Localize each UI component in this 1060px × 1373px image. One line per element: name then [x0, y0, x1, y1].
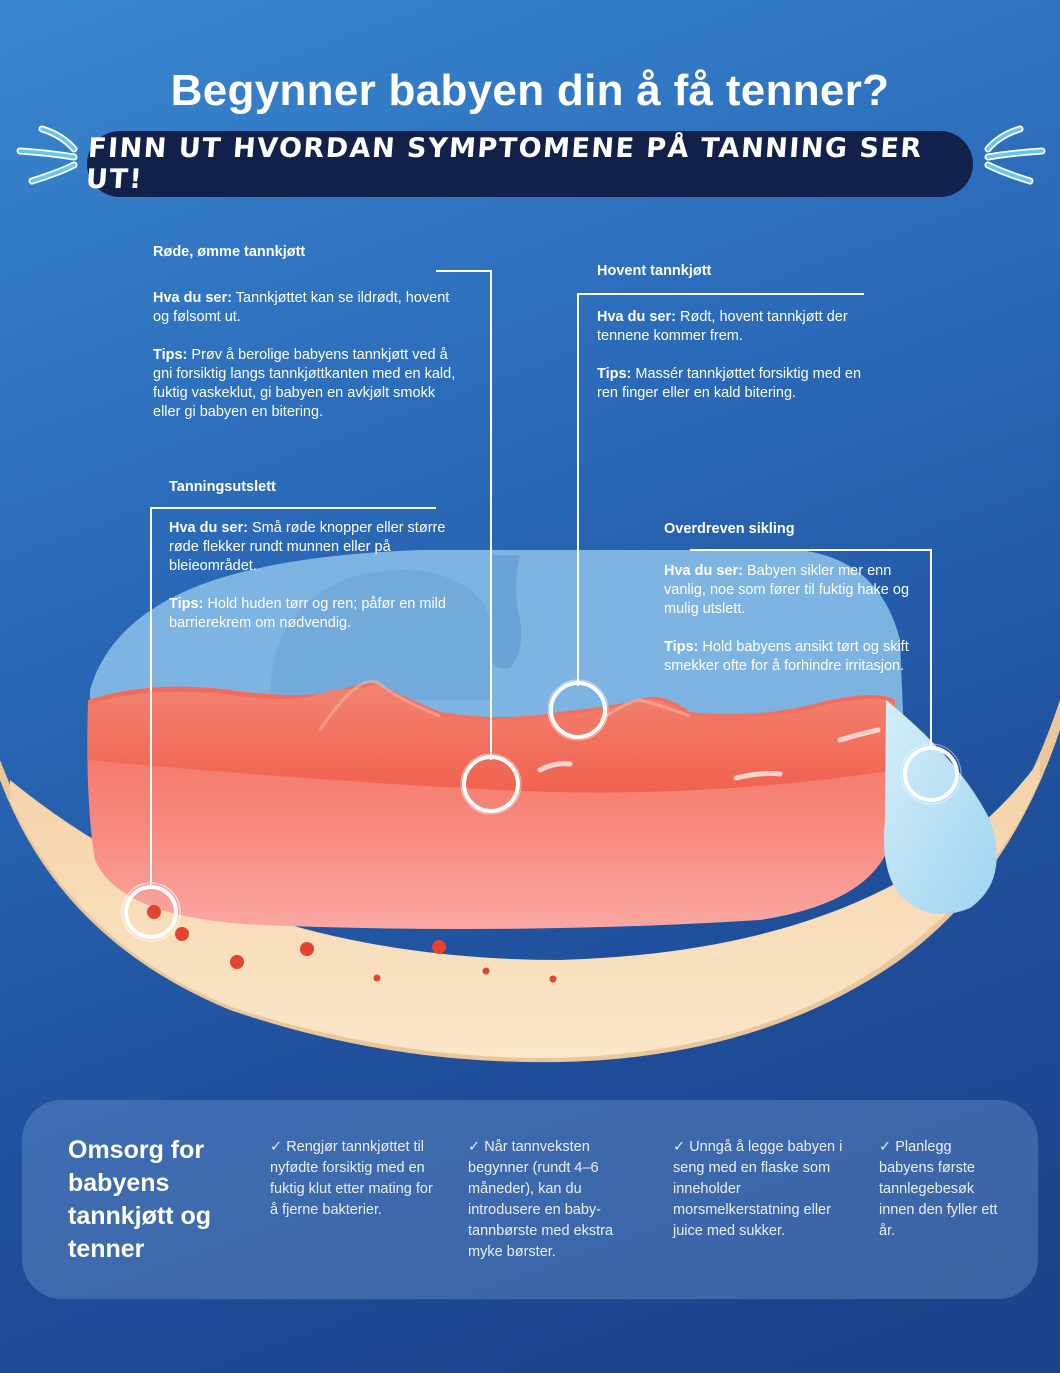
callout-swollen-gums: Hovent tannkjøtt Hva du ser: Rødt, hoven… — [597, 262, 867, 403]
check-icon: ✓ — [879, 1139, 892, 1155]
callout-heading: Overdreven sikling — [664, 521, 795, 537]
callout-heading: Røde, ømme tannkjøtt — [153, 244, 306, 260]
callout-heading: Hovent tannkjøtt — [597, 263, 712, 279]
mouth-illustration — [0, 550, 1060, 1063]
callout-see: Hva du ser: Babyen sikler mer enn vanlig… — [664, 563, 910, 617]
check-icon: ✓ — [270, 1139, 283, 1155]
subtitle-banner: FINN UT HVORDAN SYMPTOMENE PÅ TANNING SE… — [85, 131, 973, 197]
page-title: Begynner babyen din å få tenner? — [170, 66, 890, 115]
rash-dots — [175, 927, 557, 983]
callout-see: Hva du ser: Små røde knopper eller størr… — [169, 520, 446, 574]
care-item: ✓ Når tannveksten begynner (rundt 4–6 må… — [468, 1139, 614, 1260]
callout-tips: Tips: Hold babyens ansikt tørt og skift … — [664, 639, 909, 674]
burst-lines-icon-right — [984, 125, 1046, 185]
callout-heading: Tanningsutslett — [169, 479, 276, 495]
care-item: ✓ Rengjør tannkjøttet til nyfødte forsik… — [270, 1139, 433, 1218]
callout-tips: Tips: Massér tannkjøttet forsiktig med e… — [597, 366, 862, 401]
care-item: ✓ Planlegg babyens første tannlegebesøk … — [879, 1139, 998, 1239]
check-icon: ✓ — [673, 1139, 686, 1155]
callout-see: Hva du ser: Tannkjøttet kan se ildrødt, … — [153, 290, 450, 325]
callout-tips: Tips: Prøv å berolige babyens tannkjøtt … — [153, 347, 456, 420]
care-item: ✓ Unngå å legge babyen i seng med en fla… — [673, 1139, 843, 1239]
drool-drop-icon — [884, 700, 997, 915]
burst-lines-icon-left — [16, 125, 78, 185]
callout-sore-gums: Røde, ømme tannkjøtt Hva du ser: Tannkjø… — [153, 243, 463, 422]
check-icon: ✓ — [468, 1139, 481, 1155]
callout-drooling: Overdreven sikling Hva du ser: Babyen si… — [664, 520, 909, 676]
callout-teething-rash: Tanningsutslett Hva du ser: Små røde kno… — [169, 478, 469, 633]
care-panel: Omsorg for babyens tannkjøtt og tenner ✓… — [22, 1100, 1038, 1299]
callout-tips: Tips: Hold huden tørr og ren; påfør en m… — [169, 596, 446, 631]
callout-see: Hva du ser: Rødt, hovent tannkjøtt der t… — [597, 309, 848, 344]
target-marker-icon — [121, 679, 962, 942]
care-title: Omsorg for babyens tannkjøtt og tenner — [68, 1136, 212, 1263]
